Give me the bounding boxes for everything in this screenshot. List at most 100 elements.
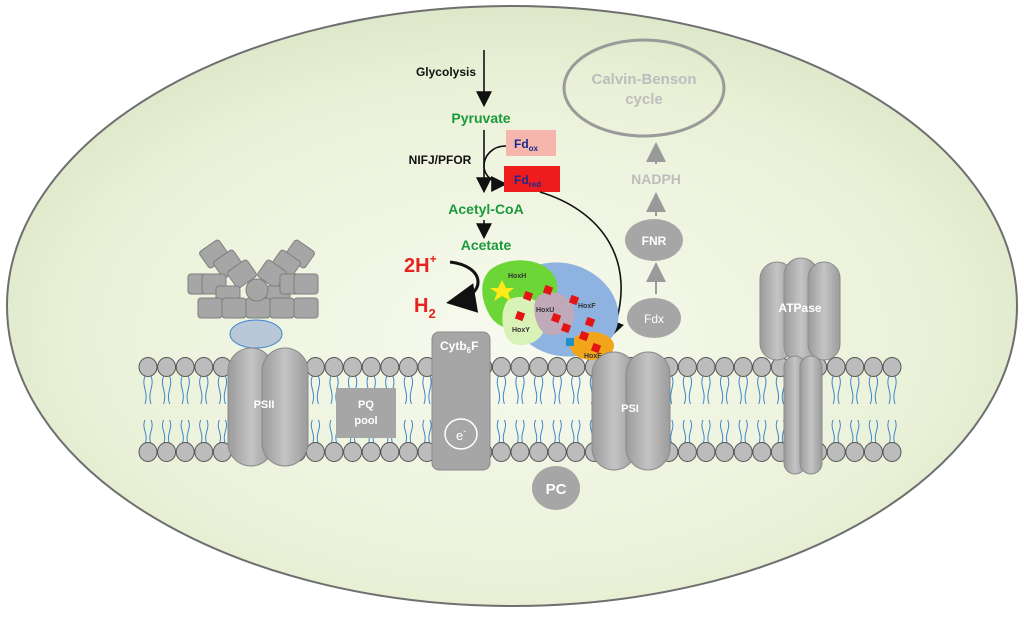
lipid-tails [515, 375, 525, 445]
acetyl-coa-label: Acetyl-CoA [448, 201, 523, 217]
electron-carrier [444, 418, 478, 450]
lipid-tails [719, 375, 730, 445]
lipid-tails [850, 375, 860, 445]
lipid-head-top [882, 357, 902, 377]
antenna-disc [227, 259, 257, 289]
lipid-tails [868, 375, 879, 445]
lipid-head-bottom [510, 442, 530, 462]
atpase-stalk-2 [799, 355, 823, 475]
lipid-head-bottom [566, 442, 586, 462]
antenna-disc [293, 297, 319, 319]
psii-right-lobe [261, 347, 309, 467]
lipid-tails [701, 375, 711, 445]
fes-cluster [584, 316, 596, 328]
lipid-head-top [863, 357, 883, 377]
lipid-head-top [138, 357, 158, 377]
hox-hydrogenase: HoxH HoxU HoxY HoxF HoxE [482, 260, 619, 360]
hoxe-label: HoxE [584, 353, 602, 360]
fnr-node [625, 219, 683, 261]
antenna-disc [269, 297, 295, 319]
lipid-tails [217, 375, 228, 445]
lipid-tails [310, 375, 321, 445]
lipid-head-top [157, 357, 177, 377]
antenna-disc [221, 297, 247, 319]
lipid-head-bottom [845, 442, 865, 462]
lipid-head-top [547, 357, 567, 377]
lipid-tails [143, 375, 153, 445]
lipid-tails [887, 375, 897, 445]
plastocyanin: PC [532, 466, 580, 510]
acetate-label: Acetate [461, 237, 512, 253]
pq-pool-box [336, 388, 396, 438]
lipid-head-top [529, 357, 549, 377]
lipid-head-bottom [752, 442, 772, 462]
lipid-tails [571, 375, 581, 445]
fd-ox-label: Fdox [514, 137, 539, 153]
lipid-head-bottom [398, 442, 418, 462]
fnr-label: FNR [642, 234, 667, 248]
lipid-head-bottom [343, 442, 363, 462]
cytb6f-label: Cytb6F [440, 339, 478, 355]
psii-label: PSII [254, 399, 275, 411]
lipid-head-top [305, 357, 325, 377]
lipid-head-top [194, 357, 214, 377]
lipid-head-bottom [491, 442, 511, 462]
lipid-tails [161, 375, 172, 445]
antenna-disc [197, 297, 223, 319]
lipid-tails [533, 375, 544, 445]
lipid-head-bottom [547, 442, 567, 462]
lipid-head-bottom [863, 442, 883, 462]
lipid-tails [496, 375, 507, 445]
psii-complex: PSII [187, 239, 319, 467]
fes-cluster [522, 290, 534, 302]
lipid-head-bottom [324, 442, 344, 462]
lipid-head-bottom [157, 442, 177, 462]
pyruvate-label: Pyruvate [451, 110, 510, 126]
lipid-head-top [343, 357, 363, 377]
fd-reduction-arrow [483, 145, 508, 192]
pq-pool: PQ pool [336, 388, 396, 438]
lipid-head-top [845, 357, 865, 377]
lipid-head-bottom [882, 442, 902, 462]
psi-right-lobe [625, 351, 671, 471]
lipid-head-bottom [194, 442, 214, 462]
lipid-head-bottom [175, 442, 195, 462]
lipid-head-top [324, 357, 344, 377]
lipid-head-bottom [826, 442, 846, 462]
glycolysis-label: Glycolysis [416, 65, 476, 79]
hoxh-label: HoxH [508, 273, 526, 280]
calvin-cycle: Calvin-Benson cycle NADPH FNR Fdx [562, 38, 726, 338]
lipid-tails [682, 375, 693, 445]
antenna-core [245, 278, 269, 302]
lipid-tails [422, 375, 432, 445]
fes-cluster [514, 310, 526, 322]
lipid-head-top [175, 357, 195, 377]
lipid-tails [199, 375, 209, 445]
hoxu-label: HoxU [536, 307, 554, 314]
fes-cluster [550, 312, 562, 324]
lipid-head-bottom [696, 442, 716, 462]
lipid-head-top [510, 357, 530, 377]
lipid-head-top [826, 357, 846, 377]
fd-to-hoxe-arrow [539, 191, 625, 337]
lipid-tails [180, 375, 190, 445]
fes-cluster [560, 322, 572, 334]
phycobilisome-antenna [187, 239, 319, 349]
fes-cluster [542, 284, 554, 296]
pq-label-line2: pool [354, 415, 377, 427]
protons-label: 2H+ [404, 252, 437, 277]
lipid-head-bottom [529, 442, 549, 462]
antenna-disc [293, 273, 319, 295]
calvin-label-line2: cycle [625, 91, 663, 108]
pc-label: PC [546, 481, 567, 498]
lipid-head-top [715, 357, 735, 377]
pq-label-line1: PQ [358, 399, 374, 411]
lipid-head-top [380, 357, 400, 377]
fd-red-box [504, 166, 560, 192]
fes-cluster [590, 342, 602, 354]
lipid-tails [552, 375, 562, 445]
psi-complex: PSI [591, 351, 671, 471]
blue-cluster [566, 338, 574, 346]
fdx-node [627, 298, 681, 338]
